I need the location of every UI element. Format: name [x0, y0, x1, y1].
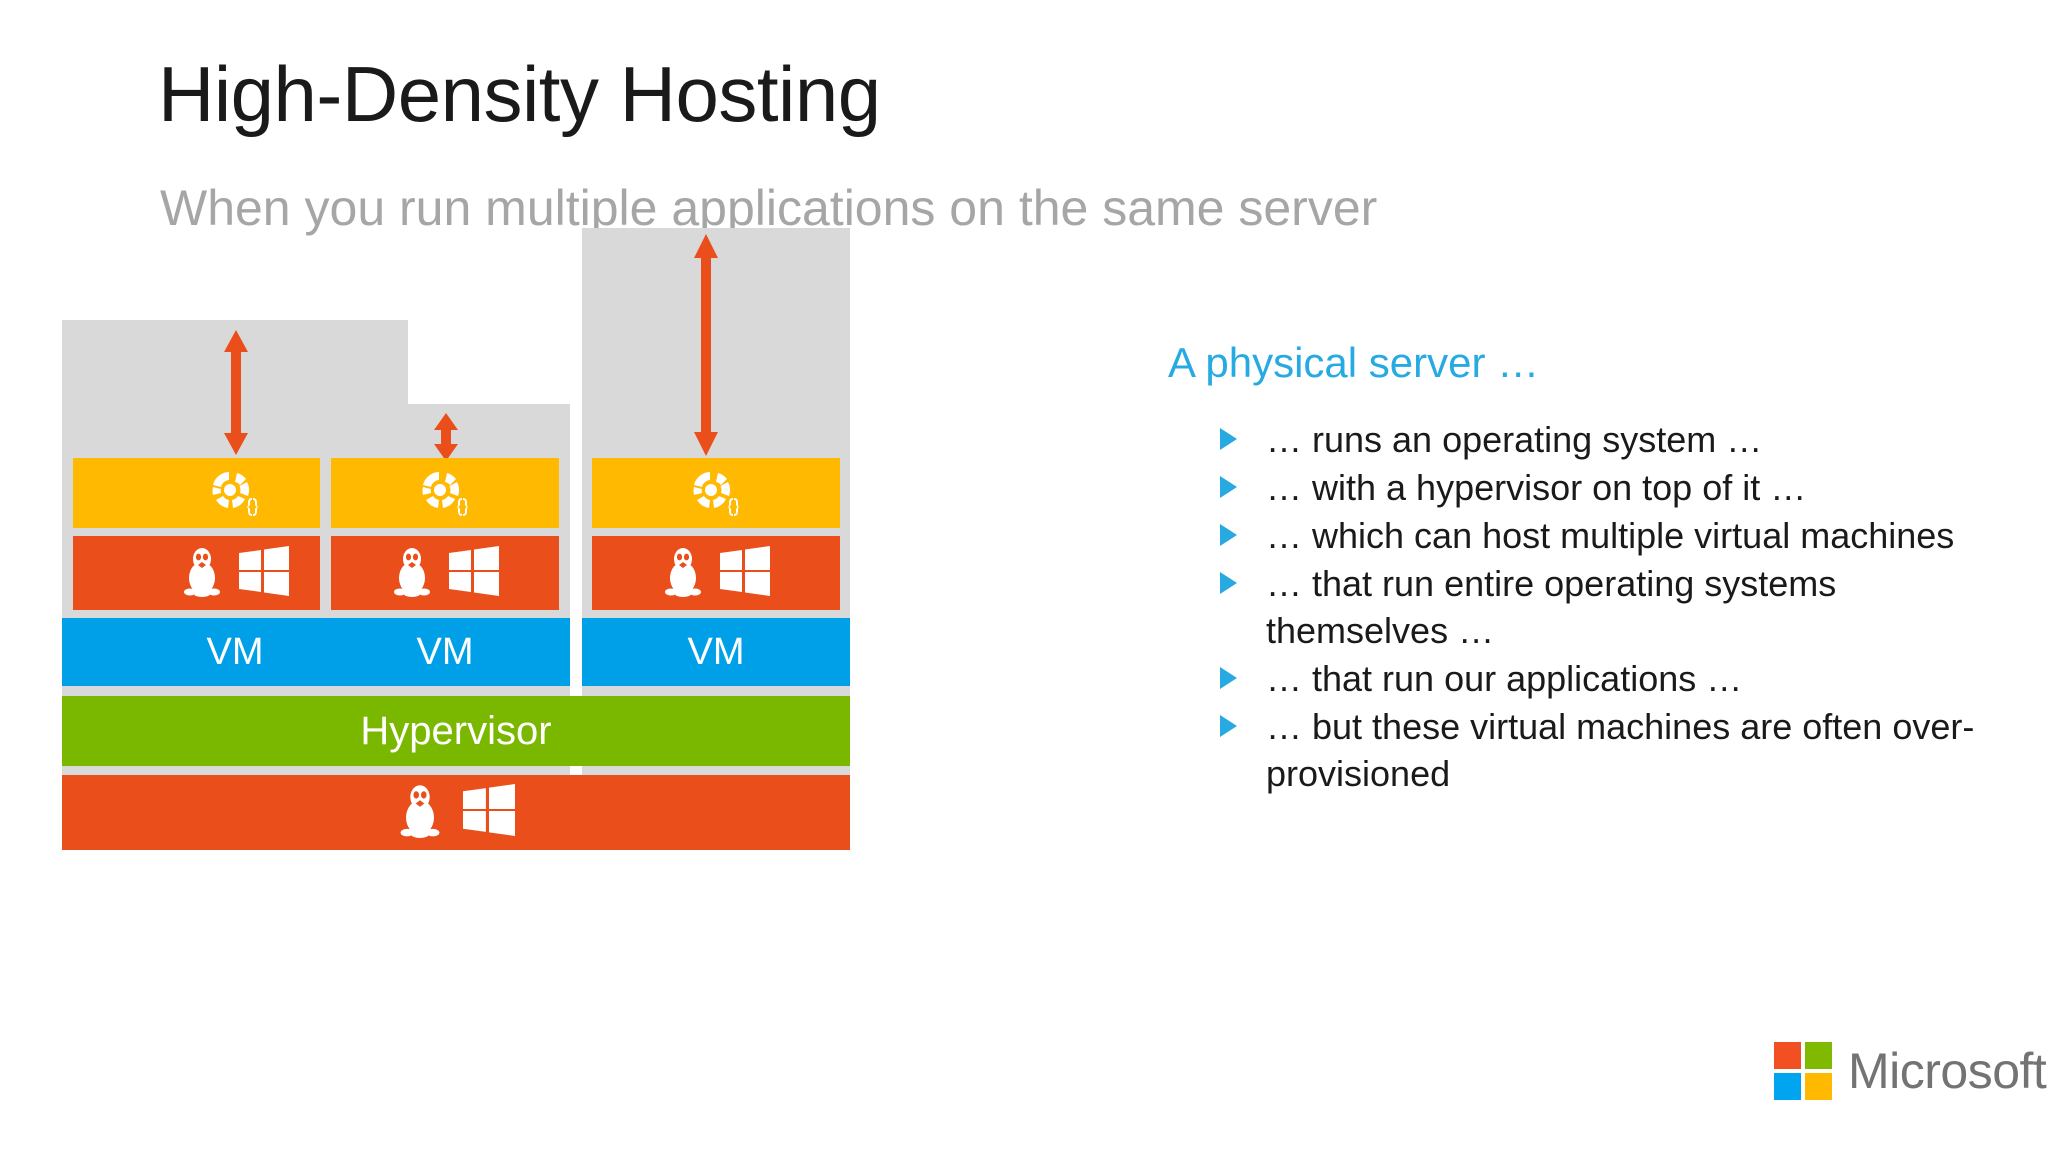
- double-headed-vertical-arrow-icon-column-1: [222, 330, 250, 455]
- list-item: … runs an operating system …: [1220, 416, 1988, 463]
- guest-os-band-column-3: [592, 536, 840, 610]
- list-item: … which can host multiple virtual machin…: [1220, 512, 1988, 559]
- hypervisor-label: Hypervisor: [360, 709, 552, 753]
- triangle-bullet-icon: [1220, 428, 1237, 450]
- triangle-bullet-icon: [1220, 476, 1237, 498]
- list-item-label: … with a hypervisor on top of it …: [1266, 467, 1807, 508]
- list-item-label: … that run our applications …: [1266, 658, 1743, 699]
- content-panel: A physical server … … runs an operating …: [1168, 338, 1988, 798]
- guest-os-band-column-2: [331, 536, 559, 610]
- list-item: … that run our applications …: [1220, 655, 1988, 702]
- list-item-label: … runs an operating system …: [1266, 419, 1763, 460]
- vm-band-column-2: VM: [320, 618, 570, 686]
- triangle-bullet-icon: [1220, 572, 1237, 594]
- vm-band-column-3: VM: [582, 618, 850, 686]
- content-heading: A physical server …: [1168, 339, 1540, 386]
- microsoft-logo-text: Microsoft: [1848, 1043, 2047, 1099]
- guest-os-icons-column-3: [662, 545, 770, 602]
- vm-label-column-3: VM: [687, 631, 745, 673]
- architecture-diagram: VM: [0, 0, 1000, 1152]
- list-item: … but these virtual machines are often o…: [1220, 703, 1988, 797]
- triangle-bullet-icon: [1220, 667, 1237, 689]
- list-item: … with a hypervisor on top of it …: [1220, 464, 1988, 511]
- microsoft-logo-squares-icon: [1774, 1042, 1832, 1100]
- app-braces-icon-column-2: [417, 468, 473, 518]
- app-braces-icon-column-3: [688, 468, 744, 518]
- host-os-icons: [397, 782, 515, 843]
- page-title: High-Density Hosting: [158, 50, 881, 138]
- windows-logo-icon-column-3: [720, 545, 770, 601]
- logo-square-blue: [1774, 1073, 1801, 1100]
- vm-label-column-2: VM: [416, 631, 474, 673]
- list-item: … that run entire operating systems them…: [1220, 560, 1988, 654]
- double-headed-vertical-arrow-icon-column-2: [432, 413, 460, 461]
- bullet-list: … runs an operating system … … with a hy…: [1168, 416, 1988, 797]
- list-item-label: … which can host multiple virtual machin…: [1266, 515, 1955, 556]
- hypervisor-band: Hypervisor: [62, 696, 850, 766]
- linux-penguin-icon-column-3: [662, 545, 704, 602]
- windows-logo-icon-host: [463, 784, 515, 841]
- triangle-bullet-icon: [1220, 715, 1237, 737]
- page-subtitle: When you run multiple applications on th…: [160, 180, 1378, 236]
- application-band-column-2: [331, 458, 559, 528]
- guest-os-icons-column-1: [181, 545, 289, 602]
- double-headed-vertical-arrow-icon-column-3: [692, 234, 720, 456]
- microsoft-logo: Microsoft: [1774, 1042, 2047, 1100]
- list-item-label: … but these virtual machines are often o…: [1266, 706, 1975, 794]
- windows-logo-icon-column-2: [449, 545, 499, 601]
- guest-os-icons-column-2: [391, 545, 499, 602]
- linux-penguin-icon-host: [397, 782, 443, 843]
- app-braces-icon-column-1: [207, 468, 263, 518]
- application-band-column-3: [592, 458, 840, 528]
- triangle-bullet-icon: [1220, 524, 1237, 546]
- logo-square-green: [1805, 1042, 1832, 1069]
- windows-logo-icon-column-1: [239, 545, 289, 601]
- logo-square-red: [1774, 1042, 1801, 1069]
- vm-label-column-1: VM: [206, 631, 264, 673]
- host-os-band: [62, 775, 850, 850]
- linux-penguin-icon-column-1: [181, 545, 223, 602]
- list-item-label: … that run entire operating systems them…: [1266, 563, 1837, 651]
- linux-penguin-icon-column-2: [391, 545, 433, 602]
- logo-square-yellow: [1805, 1073, 1832, 1100]
